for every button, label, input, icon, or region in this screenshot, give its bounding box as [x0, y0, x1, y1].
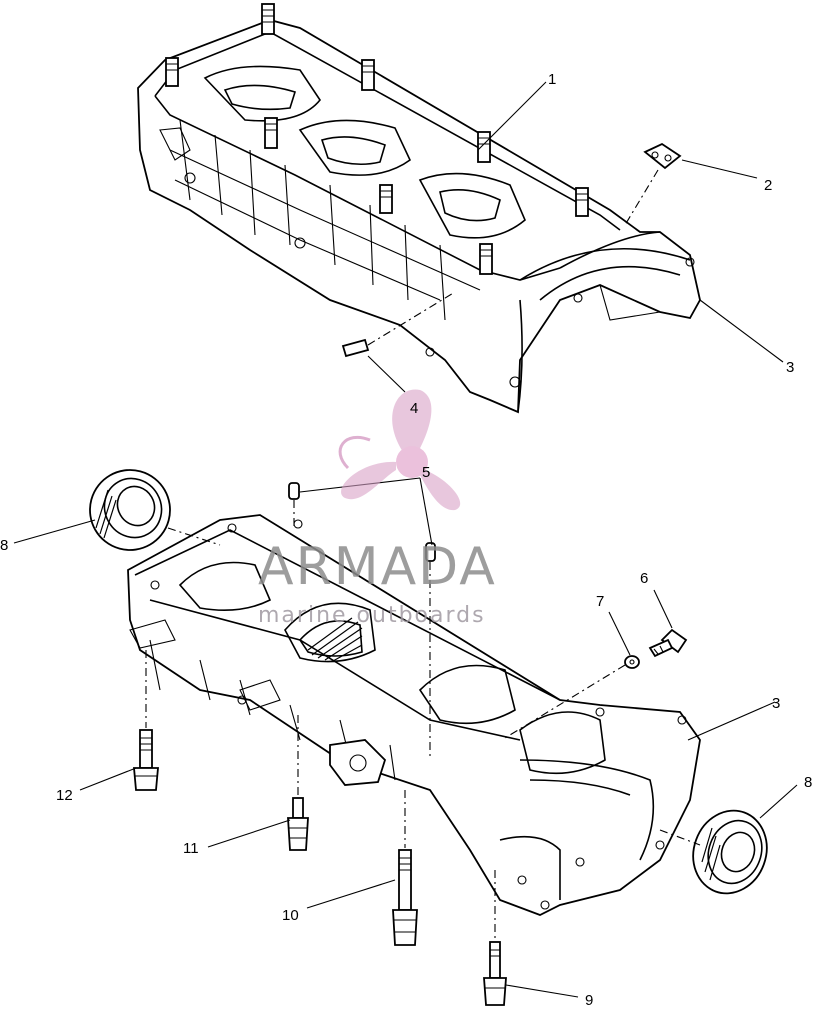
stud-bolts	[165, 3, 589, 275]
callout-12: 12	[56, 787, 73, 804]
callout-7: 7	[596, 593, 604, 610]
callout-3b: 3	[772, 695, 780, 712]
screw-6	[648, 628, 688, 658]
bolt-10	[392, 790, 418, 946]
oil-seal-8-right	[692, 809, 768, 895]
armada-watermark: ARMADA marine outboards	[258, 389, 497, 628]
callout-3a: 3	[786, 359, 794, 376]
propeller-logo-icon	[338, 389, 461, 511]
watermark-tagline: marine outboards	[258, 603, 486, 628]
callout-6: 6	[640, 570, 648, 587]
callout-5: 5	[422, 464, 430, 481]
dowel-pin-4	[341, 338, 370, 358]
bolt-9	[483, 870, 507, 1006]
oil-seal-8-left	[89, 469, 171, 551]
washer-7	[624, 655, 640, 669]
bolt-11	[287, 715, 309, 851]
callout-labels: 1 2 3 4 5 6 7 3 8 8 9 10 11 12	[0, 71, 812, 1009]
upper-crankcase	[137, 3, 701, 414]
callout-4: 4	[410, 400, 418, 417]
bolt-12	[133, 650, 159, 791]
callout-1: 1	[548, 71, 556, 88]
callout-8b: 8	[804, 774, 812, 791]
callout-10: 10	[282, 907, 299, 924]
dowel-pins-5	[288, 482, 436, 760]
callout-11: 11	[183, 840, 199, 857]
cover-plate-2	[624, 142, 682, 226]
callout-8a: 8	[0, 537, 8, 554]
lower-crankcase	[127, 514, 701, 916]
callout-9: 9	[585, 992, 593, 1009]
watermark-brand: ARMADA	[258, 537, 497, 597]
callout-2: 2	[764, 177, 772, 194]
